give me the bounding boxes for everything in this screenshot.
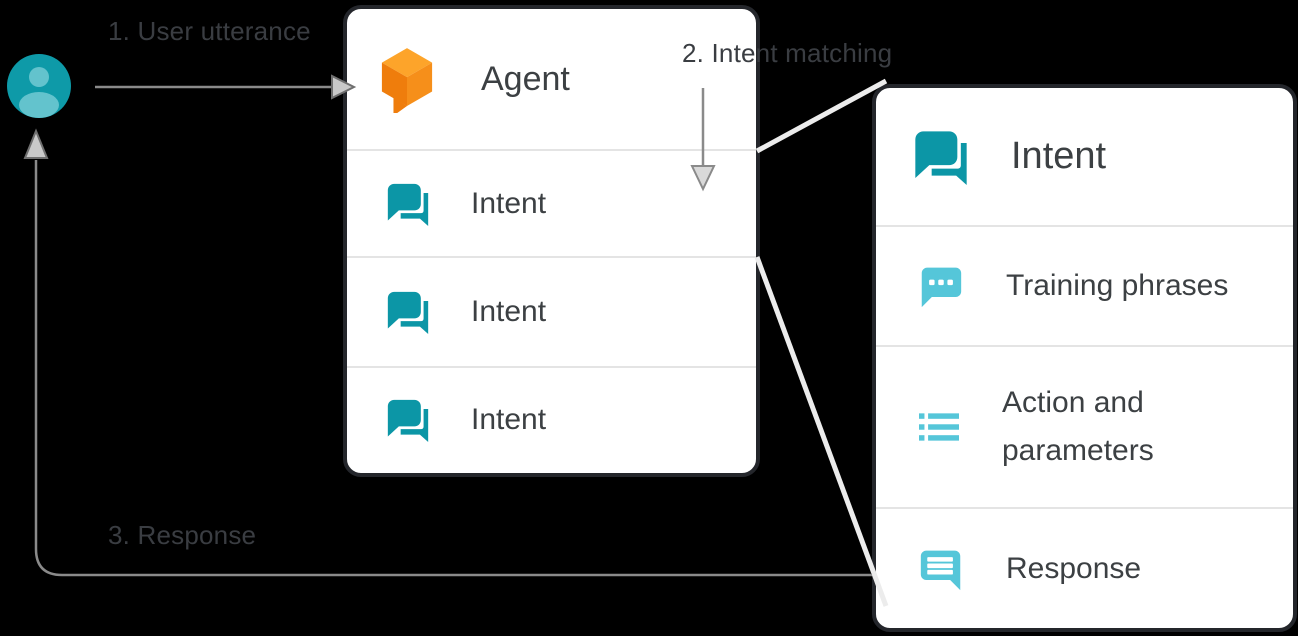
chat-bubbles-icon <box>915 130 967 185</box>
intent-row: Intent <box>347 149 756 256</box>
speech-bubble-dots-icon <box>921 267 962 308</box>
response-label: Response <box>1006 551 1142 585</box>
intent-detail-header: Intent <box>876 88 1293 225</box>
intent-row-label: Intent <box>471 403 547 437</box>
intent-row-label: Intent <box>471 186 547 220</box>
agent-box: Agent Intent Intent Intent <box>343 5 760 477</box>
intent-row-label: Intent <box>471 295 547 329</box>
intent-detail-title: Intent <box>1011 135 1107 177</box>
agent-box-header: Agent <box>347 9 756 149</box>
step2-label: 2. Intent matching <box>682 38 893 68</box>
list-icon <box>919 413 959 441</box>
intent-row: Intent <box>347 365 756 473</box>
step1-label: 1. User utterance <box>108 16 311 46</box>
training-phrases-label: Training phrases <box>1006 269 1229 302</box>
response-row: Response <box>876 507 1293 628</box>
step3-label: 3. Response <box>108 520 257 550</box>
intent-detail-box: Intent Training phrases Action and param… <box>872 84 1297 632</box>
chat-bubbles-icon <box>387 183 429 226</box>
agent-box-title: Agent <box>481 59 570 98</box>
action-parameters-label: Action and parameters <box>1002 386 1154 467</box>
connector-line-bottom <box>754 256 889 607</box>
chat-bubbles-icon <box>387 400 429 443</box>
chat-bubbles-icon <box>387 291 429 335</box>
action-parameters-row: Action and parameters <box>876 345 1293 507</box>
speech-bubble-lines-icon <box>920 550 961 590</box>
user-utterance-arrow <box>95 74 357 100</box>
dialogflow-agent-icon <box>381 48 433 114</box>
connector-line-top <box>755 78 888 154</box>
intent-row: Intent <box>347 256 756 365</box>
user-avatar-icon <box>7 54 71 118</box>
training-phrases-row: Training phrases <box>876 225 1293 345</box>
